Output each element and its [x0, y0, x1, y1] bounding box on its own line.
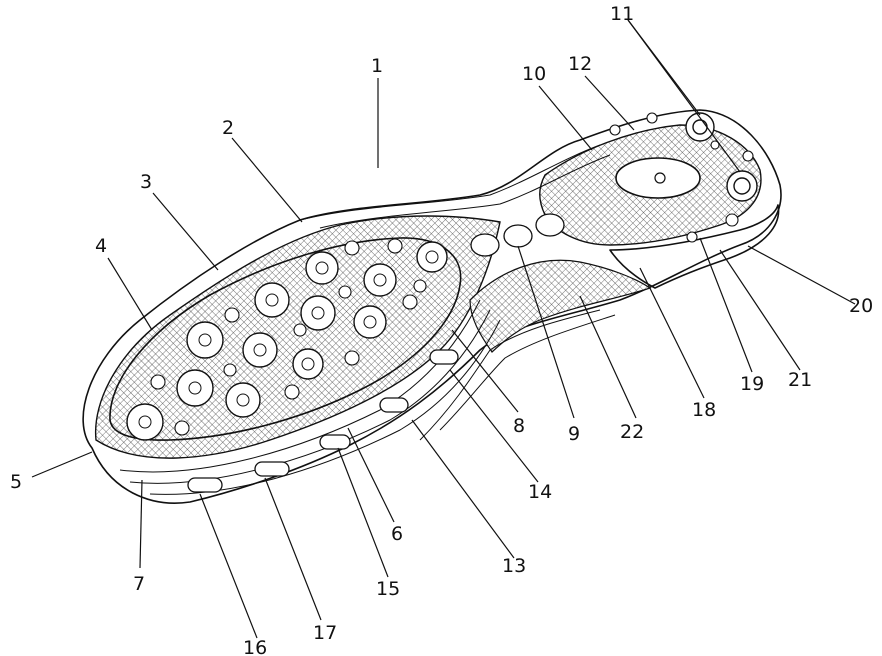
label-19: 19 — [740, 373, 764, 395]
label-12: 12 — [568, 53, 592, 75]
label-8: 8 — [513, 415, 525, 437]
leader-lines — [31, 19, 856, 639]
reference-numerals: 1 2 3 4 5 6 7 8 9 10 11 12 13 14 15 16 1… — [10, 3, 873, 656]
label-7: 7 — [133, 573, 145, 595]
tread-island — [109, 237, 462, 441]
label-1: 1 — [371, 55, 383, 77]
label-21: 21 — [788, 369, 812, 391]
heel-pins — [609, 112, 754, 243]
label-22: 22 — [620, 421, 644, 443]
heel-plate — [609, 204, 780, 289]
label-2: 2 — [222, 117, 234, 139]
heel-studs — [685, 112, 758, 202]
small-dots — [150, 238, 427, 436]
label-15: 15 — [376, 578, 400, 600]
label-6: 6 — [391, 523, 403, 545]
sidewall-lozenges — [187, 349, 459, 493]
heel-window-center — [654, 172, 666, 184]
label-13: 13 — [502, 555, 526, 577]
arch-mesh — [469, 259, 652, 353]
label-3: 3 — [140, 171, 152, 193]
label-18: 18 — [692, 399, 716, 421]
label-10: 10 — [522, 63, 546, 85]
label-14: 14 — [528, 481, 552, 503]
label-9: 9 — [568, 423, 580, 445]
cleat-stud-centers — [138, 250, 439, 429]
label-11: 11 — [610, 3, 634, 25]
label-4: 4 — [95, 235, 107, 257]
label-17: 17 — [313, 622, 337, 644]
label-5: 5 — [10, 471, 22, 493]
label-20: 20 — [849, 295, 873, 317]
label-16: 16 — [243, 637, 267, 656]
